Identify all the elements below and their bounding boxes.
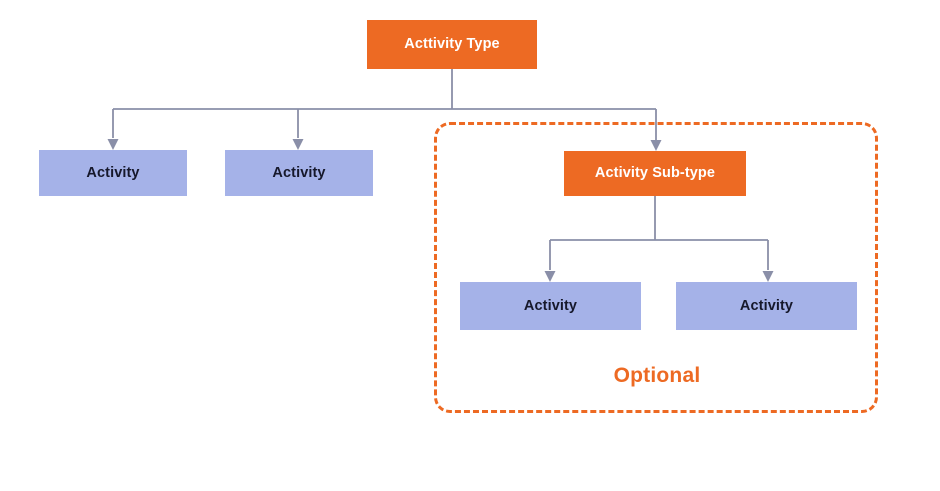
arrowhead-activity-2 [292, 139, 304, 150]
optional-label: Optional [613, 364, 701, 387]
arrowhead-activity-3 [544, 271, 556, 282]
node-activity-2-label: Activity [272, 164, 326, 181]
arrowhead-activity-sub-type [650, 140, 662, 151]
node-activity-type[interactable]: Acttivity Type [367, 20, 537, 69]
node-activity-4-label: Activity [739, 297, 794, 314]
node-activity-3[interactable]: Activity [460, 282, 641, 330]
node-activity-type-label: Acttivity Type [404, 36, 500, 53]
node-activity-sub-type-label: Activity Sub-type [594, 165, 716, 182]
node-activity-1[interactable]: Activity [39, 150, 187, 196]
arrowhead-activity-1 [107, 139, 119, 150]
optional-region [434, 122, 878, 413]
arrowhead-activity-4 [762, 271, 774, 282]
node-activity-3-label: Activity [523, 297, 578, 314]
node-activity-2[interactable]: Activity [225, 150, 373, 196]
node-activity-sub-type[interactable]: Activity Sub-type [564, 151, 746, 196]
node-activity-4[interactable]: Activity [676, 282, 857, 330]
node-activity-1-label: Activity [86, 164, 140, 181]
